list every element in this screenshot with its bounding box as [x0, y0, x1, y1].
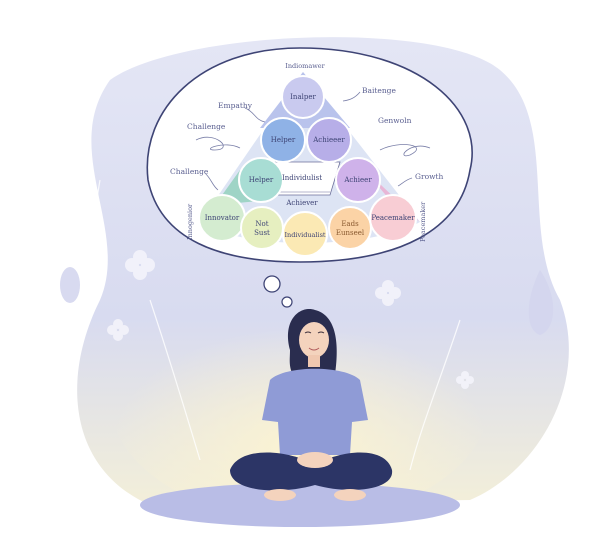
foot-left [264, 489, 296, 501]
circle-label-row3-left: Helper [249, 176, 274, 184]
pyramid-circles [198, 75, 417, 257]
meditating-person [230, 309, 393, 501]
circle-bottom-3 [282, 211, 328, 257]
circle-top [281, 75, 325, 119]
hands [297, 452, 333, 468]
right-drop-shape [528, 270, 554, 335]
center-label-upper: Individulist [282, 174, 322, 182]
annotation-challenge-lower: Challenge [170, 167, 209, 176]
circle-label-top: Inalper [290, 93, 316, 101]
circle-row2-left [260, 117, 306, 163]
annotation-genwoln: Genwoln [378, 116, 412, 125]
annotation-empathy: Empathy [218, 101, 253, 110]
right-vertical-label: Peacemaker [419, 201, 427, 242]
foot-right [334, 489, 366, 501]
stem-lines [94, 179, 461, 471]
circle-label-bottom-4a: Eads [341, 220, 359, 228]
circle-label-bottom-4b: Eunseel [336, 229, 365, 237]
face [299, 322, 329, 358]
flower-icons [107, 250, 474, 389]
pants [230, 452, 393, 491]
circle-label-bottom-2b: Sust [254, 229, 270, 237]
circle-label-bottom-2a: Not [255, 220, 268, 228]
circle-bottom-2 [240, 206, 284, 250]
annotation-baitenge: Baitenge [362, 86, 396, 95]
circle-bottom-5 [369, 194, 417, 242]
circle-row3-left [238, 157, 284, 203]
circle-bottom-4 [328, 206, 372, 250]
circle-label-row2-left: Helper [271, 136, 296, 144]
left-blob [60, 267, 80, 303]
shirt [262, 368, 368, 455]
circle-label-bottom-1: Innovator [205, 214, 240, 222]
circle-label-bottom-3: Individualist [284, 231, 325, 239]
circle-label-row2-right: Achieeer [312, 136, 345, 144]
circle-label-bottom-5: Peacemaker [371, 214, 415, 222]
circle-label-row3-right: Achieer [343, 176, 372, 184]
left-vertical-label: Innogenior [186, 203, 194, 240]
center-label-lower: Achiever [285, 199, 318, 207]
top-label: Indiomawer [285, 62, 325, 70]
annotation-challenge-upper: Challenge [187, 122, 226, 131]
annotation-growth: Growth [415, 172, 444, 181]
circle-row2-right [306, 117, 352, 163]
annotation-arrows [195, 91, 431, 191]
circle-row3-right [335, 157, 381, 203]
meditation-mat [140, 483, 460, 527]
